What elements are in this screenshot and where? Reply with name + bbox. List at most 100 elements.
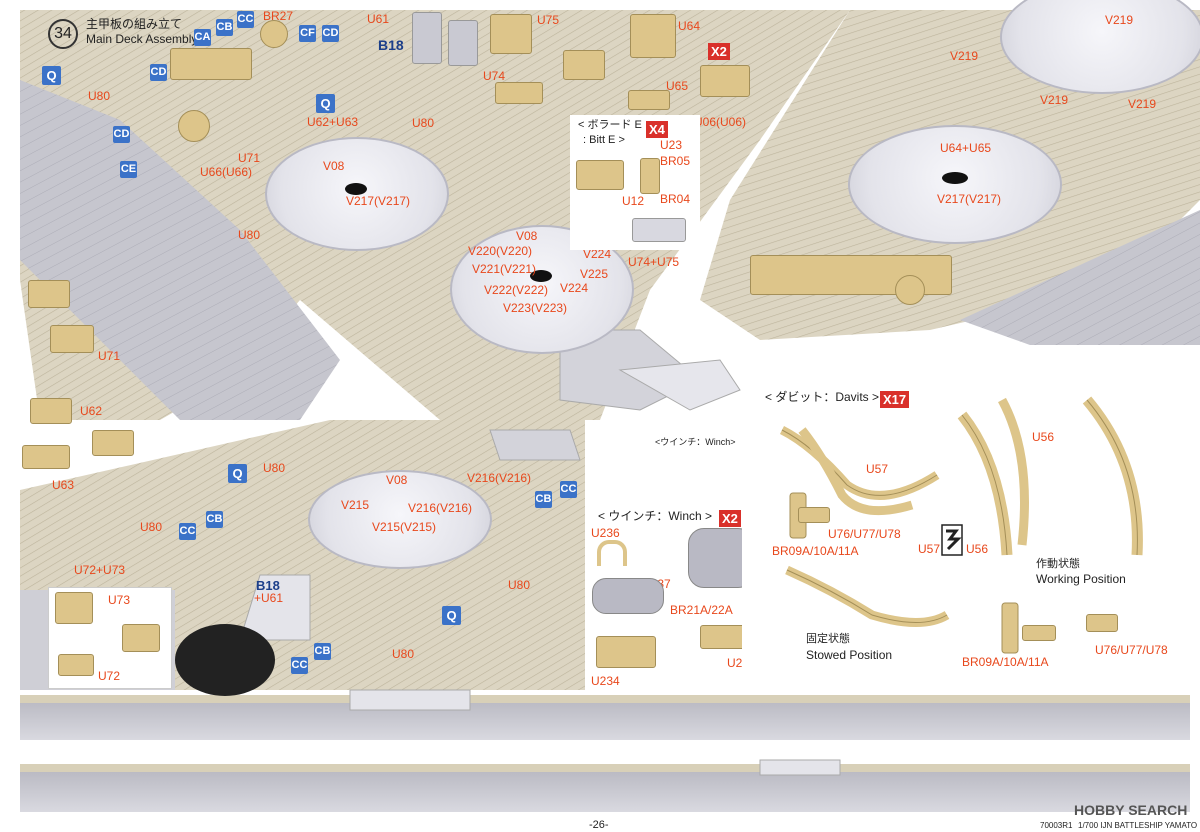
label-v221: V221(V221) — [472, 262, 537, 276]
label-u74: U74 — [483, 69, 506, 83]
label-v219c: V219 — [1040, 93, 1069, 107]
stowed-en: Stowed Position — [806, 648, 893, 662]
bitt-subtitle: : Bitt E > — [583, 134, 625, 146]
turret-4 — [1000, 0, 1200, 94]
tag-cd: CD — [113, 126, 130, 143]
part-u75 — [490, 14, 532, 54]
part-u65 — [628, 90, 670, 110]
label-v217r: V217(V217) — [937, 192, 1002, 206]
part-u74 — [495, 82, 543, 104]
part-u63 — [22, 445, 70, 469]
tag-q: Q — [316, 94, 335, 113]
label-v224b: V224 — [560, 281, 589, 295]
label-u61: U61 — [367, 12, 390, 26]
part-u12 — [632, 218, 686, 242]
label-u236: U236 — [591, 526, 620, 540]
label-v225: V225 — [580, 267, 609, 281]
part-b18-b — [448, 20, 478, 66]
label-u62u63: U62+U63 — [307, 115, 359, 129]
part-u62-a — [30, 398, 72, 424]
label-v08b: V08 — [516, 229, 538, 243]
part-u237 — [592, 578, 664, 614]
step-number: 34 — [48, 19, 78, 49]
label-u80-lower-b: U80 — [140, 520, 163, 534]
part-u234 — [596, 636, 656, 668]
label-v215-a: V215 — [341, 498, 370, 512]
label-u76-a: U76/U77/U78 — [828, 527, 901, 541]
label-u64: U64 — [678, 19, 701, 33]
label-u72-inset: U72 — [98, 669, 121, 683]
label-u63-left: U63 — [52, 478, 75, 492]
label-u80a: U80 — [88, 89, 111, 103]
turret-5 — [308, 470, 492, 569]
multiplier-x2-winch: X2 — [719, 510, 741, 527]
tag-cf: CF — [299, 25, 316, 42]
label-u80-lower-d: U80 — [392, 647, 415, 661]
part-u72 — [58, 654, 94, 676]
part-u76-b — [1022, 625, 1056, 641]
label-u56-b: U56 — [1032, 430, 1055, 444]
part-u76-a — [798, 507, 830, 523]
tag-cb: CB — [216, 19, 233, 36]
label-v215-b: V215(V215) — [372, 520, 437, 534]
davit-drawings — [779, 396, 1143, 654]
part-bitt-assembled — [576, 160, 624, 190]
part-u73-b — [122, 624, 160, 652]
label-v219a: V219 — [1105, 13, 1134, 27]
label-u57-a: U57 — [866, 462, 889, 476]
working-en: Working Position — [1036, 572, 1126, 586]
tag-cb: CB — [206, 511, 223, 528]
label-u71: U71 — [238, 151, 261, 165]
product-code: 70003R1 — [1040, 821, 1073, 830]
label-u72u73: U72+U73 — [74, 563, 126, 577]
label-u80-lower-c: U80 — [508, 578, 531, 592]
tag-cc: CC — [291, 657, 308, 674]
label-u73-inset: U73 — [108, 593, 131, 607]
label-v217l: V217(V217) — [346, 194, 411, 208]
deck-equipment — [260, 20, 288, 48]
tag-cc: CC — [560, 481, 577, 498]
label-u234: U234 — [591, 674, 620, 688]
multiplier-x17: X17 — [880, 391, 910, 408]
label-v219b: V219 — [950, 49, 979, 63]
label-br05: BR05 — [660, 154, 691, 168]
tag-q: Q — [442, 606, 461, 625]
bitt-title: < ボラード E — [578, 119, 642, 131]
label-u06: U06(U06) — [694, 115, 747, 129]
tag-cd: CD — [150, 64, 167, 81]
part-u64 — [630, 14, 676, 58]
turret-hole — [530, 270, 552, 282]
product-scale: 1/700 IJN BATTLESHIP YAMATO 1941 — [1078, 821, 1200, 830]
label-v219d: V219 — [1128, 97, 1157, 111]
label-br27: BR27 — [263, 9, 294, 23]
multiplier-x2: X2 — [708, 43, 730, 60]
label-u23: U23 — [660, 138, 683, 152]
label-br09-a: BR09A/10A/11A — [772, 544, 859, 558]
label-v224a: V224 — [583, 247, 612, 261]
turret-hole — [942, 172, 968, 184]
label-v223: V223(V223) — [503, 301, 568, 315]
step-title-en: Main Deck Assembly — [86, 32, 198, 46]
part-u64-u65 — [700, 65, 750, 97]
part-u62-b — [92, 430, 134, 456]
part-u71-b — [50, 325, 94, 353]
working-jp: 作動状態 — [1036, 558, 1080, 570]
multiplier-x4: X4 — [646, 121, 668, 138]
label-v216-b: V216(V216) — [408, 501, 473, 515]
stowed-jp: 固定状態 — [806, 633, 850, 645]
label-u76-b: U76/U77/U78 — [1095, 643, 1168, 657]
deck-equipment — [170, 48, 252, 80]
tag-q: Q — [42, 66, 61, 85]
tag-cc: CC — [179, 523, 196, 540]
davits-title: < ダビット：Davits > — [765, 390, 880, 404]
hobby-search-logo: HOBBY SEARCH — [1074, 802, 1188, 818]
label-u71-left: U71 — [98, 349, 121, 363]
tag-cd: CD — [322, 25, 339, 42]
part-u73-a — [55, 592, 93, 624]
label-u64u65: U64+U65 — [940, 141, 992, 155]
label-br09-b: BR09A/10A/11A — [962, 655, 1049, 669]
label-u62-left: U62 — [80, 404, 103, 418]
page-number: -26- — [589, 819, 609, 831]
tag-q: Q — [228, 464, 247, 483]
step-title-jp: 主甲板の組み立て — [86, 17, 183, 31]
